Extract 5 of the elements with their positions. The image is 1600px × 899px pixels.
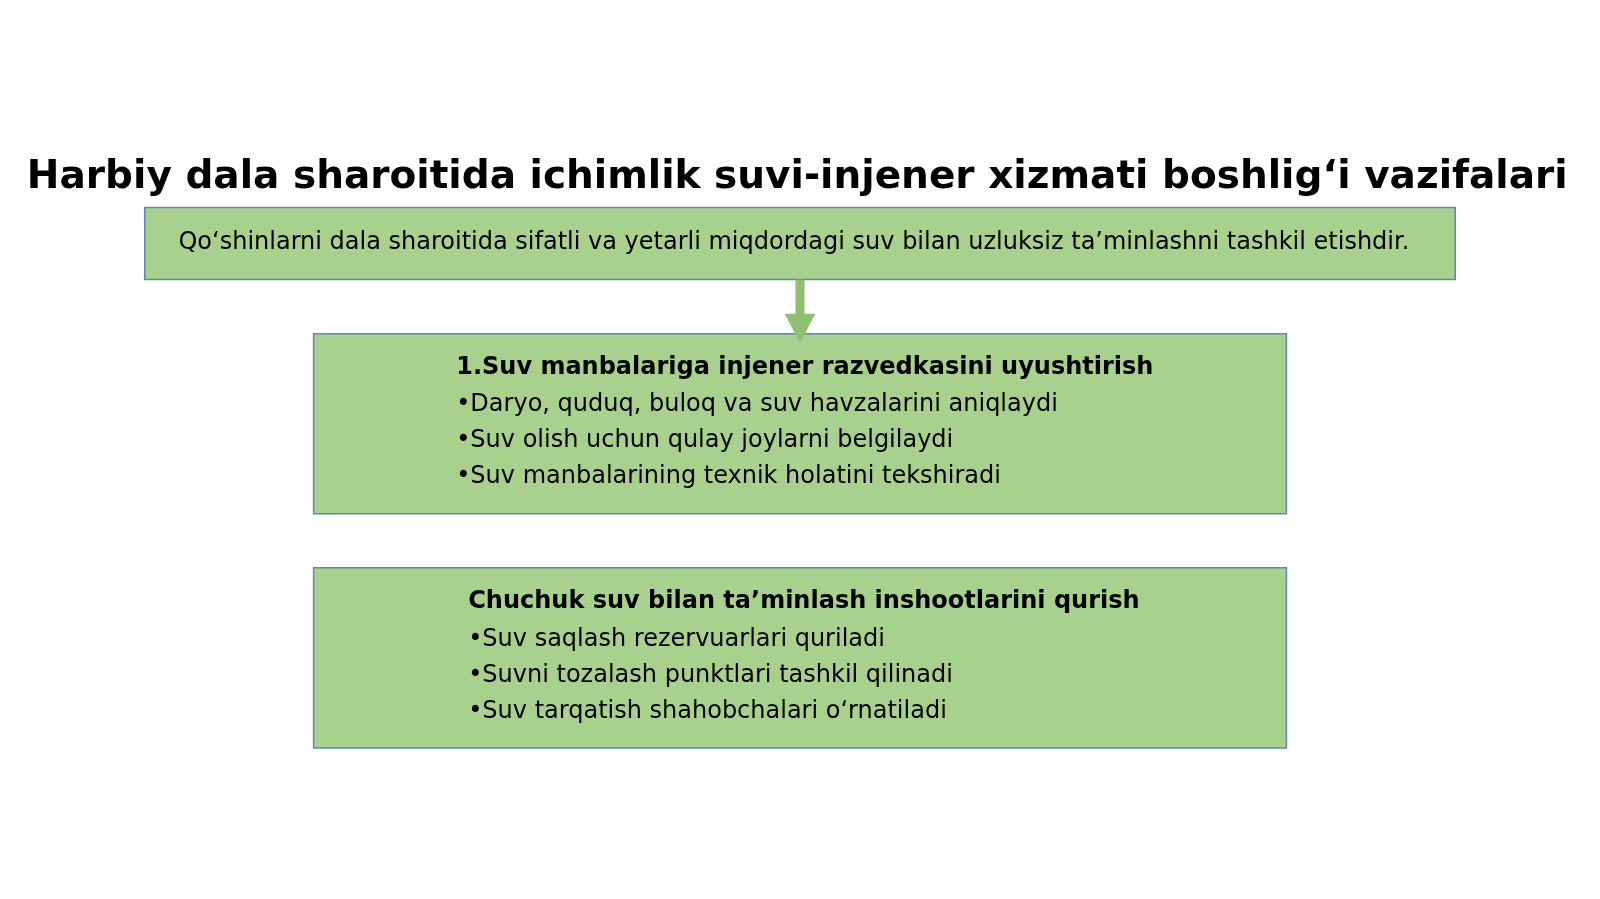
node-box: 1.Suv manbalariga injener razvedkasini uyushtirish •Daryo, quduq, buloq va suv havzalarini aniqlaydi •Suv olish uchun qulay joylarni belgilaydi •Suv manbalarining texnik holatini tekshiradi (312, 332, 1288, 515)
node-box: Qo‘shinlarni dala sharoitida sifatli va yetarli miqdordagi suv bilan uzluksiz ta’minlashni tashkil etishdir. (143, 206, 1457, 280)
arrow (784, 279, 816, 343)
diagram-title: Harbiy dala sharoitida ichimlik suvi-injener xizmati boshlig‘i vazifalari (26, 151, 1568, 197)
node-box: Chuchuk suv bilan ta’minlash inshootlarini qurish •Suv saqlash rezervuarlari quriladi •Suvni tozalash punktlari tashkil qilinadi •Suv tarqatish shahobchalari o‘rnatiladi (312, 566, 1288, 749)
